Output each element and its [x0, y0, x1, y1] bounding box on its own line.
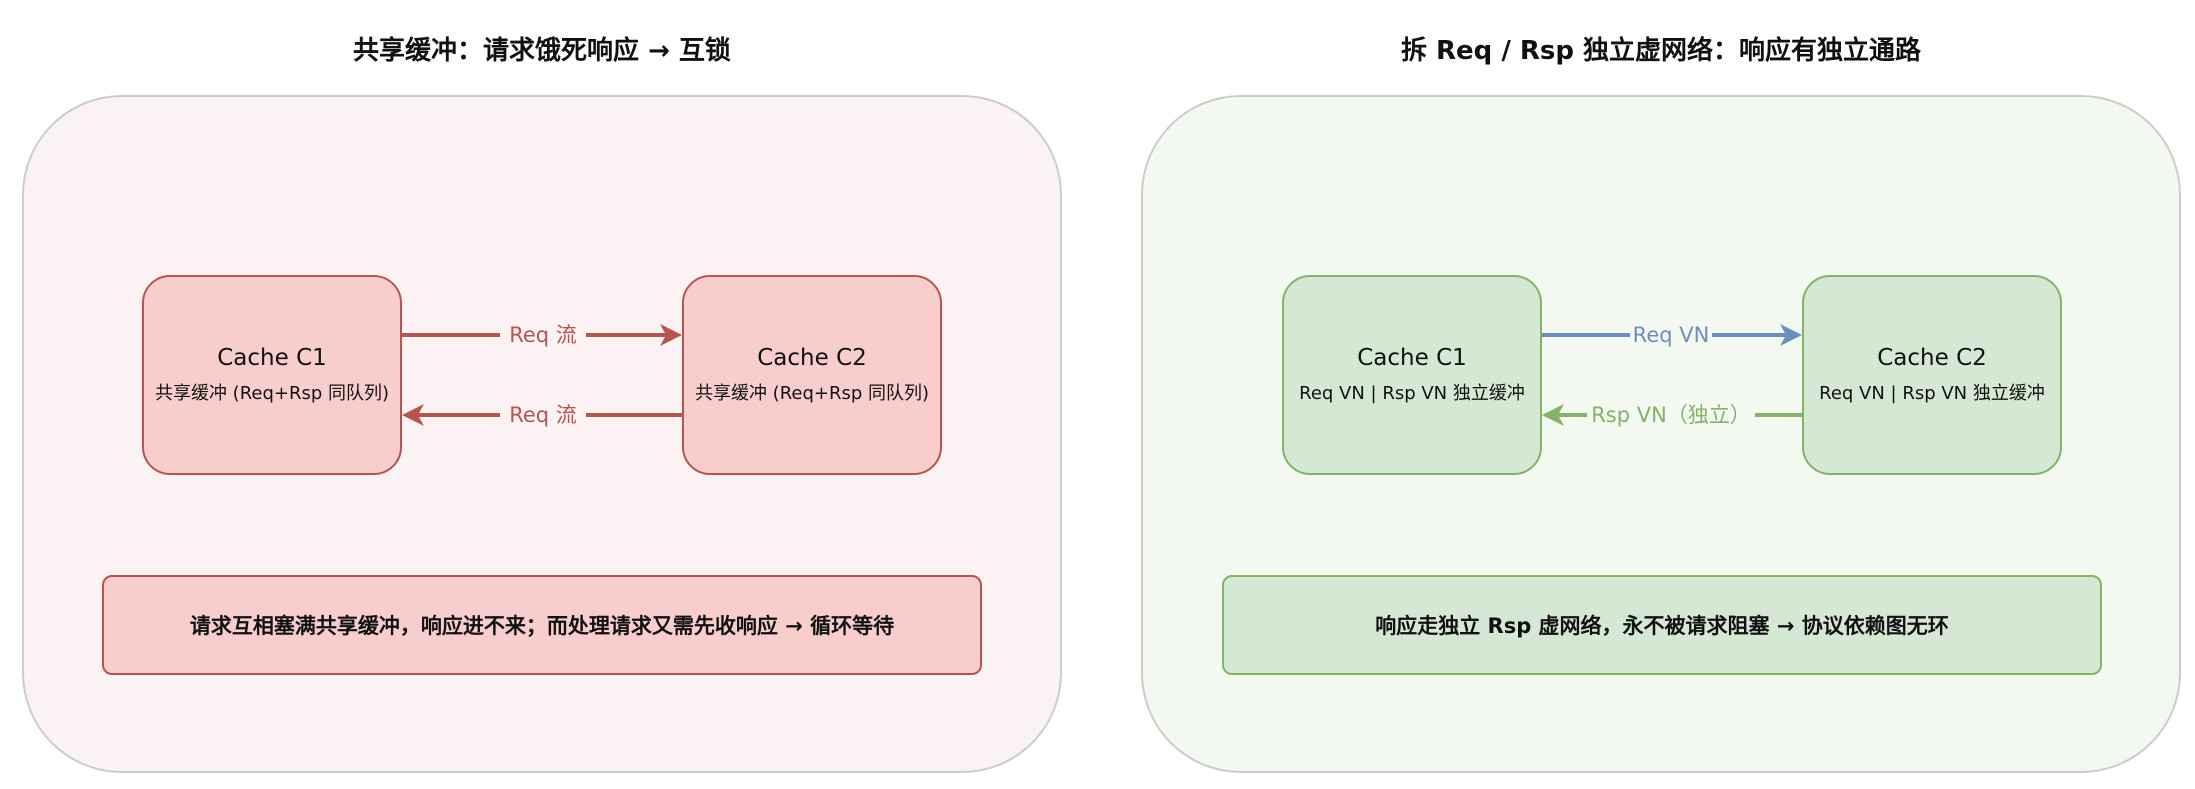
left-cache-c2-node[interactable]: Cache C2 共享缓冲 (Req+Rsp 同队列) — [682, 275, 942, 475]
left-panel-title: 共享缓冲：请求饿死响应 → 互锁 — [353, 36, 731, 66]
right-cache-c2-name: Cache C2 — [1877, 345, 1987, 371]
right-cache-c2-desc: Req VN | Rsp VN 独立缓冲 — [1819, 383, 2045, 404]
right-panel-title: 拆 Req / Rsp 独立虚网络：响应有独立通路 — [1400, 36, 1922, 66]
right-edge-bottom-label: Rsp VN（独立） — [1591, 403, 1751, 427]
right-cache-c2-node[interactable]: Cache C2 Req VN | Rsp VN 独立缓冲 — [1802, 275, 2062, 475]
right-acyclic-note: 响应走独立 Rsp 虚网络，永不被请求阻塞 → 协议依赖图无环 — [1222, 575, 2102, 675]
right-req-vn-edge: Req VN — [1542, 319, 1802, 349]
right-cache-c1-node[interactable]: Cache C1 Req VN | Rsp VN 独立缓冲 — [1282, 275, 1542, 475]
right-cache-c1-name: Cache C1 — [1357, 345, 1467, 371]
right-edge-top-label: Req VN — [1633, 323, 1710, 347]
left-req-edge-top: Req 流 — [402, 319, 682, 349]
left-cache-c1-name: Cache C1 — [217, 345, 327, 371]
left-cache-c1-desc: 共享缓冲 (Req+Rsp 同队列) — [154, 383, 390, 404]
left-edge-bottom-label: Req 流 — [509, 403, 577, 427]
left-req-edge-bottom: Req 流 — [402, 399, 682, 429]
left-edge-top-label: Req 流 — [509, 323, 577, 347]
left-cache-c2-name: Cache C2 — [757, 345, 867, 371]
right-rsp-vn-edge: Rsp VN（独立） — [1542, 399, 1802, 429]
left-deadlock-note: 请求互相塞满共享缓冲，响应进不来；而处理请求又需先收响应 → 循环等待 — [102, 575, 982, 675]
right-cache-c1-desc: Req VN | Rsp VN 独立缓冲 — [1299, 383, 1525, 404]
left-cache-c1-node[interactable]: Cache C1 共享缓冲 (Req+Rsp 同队列) — [142, 275, 402, 475]
left-cache-c2-desc: 共享缓冲 (Req+Rsp 同队列) — [694, 383, 930, 404]
